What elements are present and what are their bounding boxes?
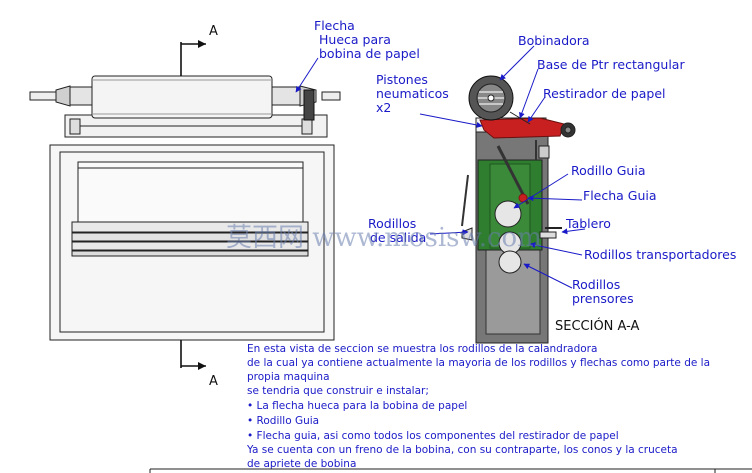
label-rodillos-salida-2: de salida [370, 230, 426, 245]
notes-block: En esta vista de seccion se muestra los … [246, 343, 710, 470]
section-line-bottom [180, 340, 206, 368]
leader-arrows [295, 45, 586, 289]
front-brake [303, 89, 315, 121]
note-line: de la cual ya contiene actualmente la ma… [247, 357, 710, 369]
label-flecha-2: Hueca para [319, 32, 391, 47]
front-window [77, 161, 304, 225]
label-rodillos-prensores-2: prensores [572, 291, 634, 306]
label-rodillos-salida-1: Rodillos [368, 216, 416, 231]
note-line: se tendria que construir e instalar; [247, 385, 429, 397]
label-pistones-2: neumaticos [376, 86, 449, 101]
note-line: • La flecha hueca para la bobina de pape… [247, 400, 467, 412]
label-rodillos-transportadores: Rodillos transportadores [584, 247, 736, 262]
note-line: • Rodillo Guia [247, 415, 319, 427]
note-line: En esta vista de seccion se muestra los … [247, 343, 597, 355]
label-tablero: Tablero [565, 216, 611, 231]
label-pistones-1: Pistones [376, 72, 428, 87]
note-line: de apriete de bobina [247, 458, 356, 470]
title-block-edge [149, 468, 752, 473]
front-paper-bobbin [91, 75, 273, 119]
section-mark-bottom: A [209, 374, 218, 389]
section-mark-top: A [209, 24, 218, 39]
label-flecha-guia: Flecha Guia [583, 188, 657, 203]
label-base-ptr: Base de Ptr rectangular [537, 57, 685, 72]
label-pistones-3: x2 [376, 100, 391, 115]
label-seccion: SECCIÓN A-A [555, 318, 640, 334]
front-view [29, 40, 341, 370]
section-restirador [479, 117, 565, 139]
label-restirador: Restirador de papel [543, 86, 666, 101]
watermark: 莫西网 www.mosisw.com [226, 223, 542, 253]
section-roller-press [498, 250, 522, 274]
note-line: propia maquina [247, 371, 330, 383]
label-rodillo-guia: Rodillo Guia [571, 163, 646, 178]
label-flecha-3: bobina de papel [319, 46, 420, 61]
front-housing-inner [59, 151, 325, 333]
section-line-top [180, 42, 206, 76]
note-line: Ya se cuenta con un freno de la bobina, … [246, 444, 678, 456]
front-shaft-right [321, 91, 341, 101]
label-rodillos-prensores-1: Rodillos [572, 277, 620, 292]
label-bobinadora: Bobinadora [518, 33, 590, 48]
front-rollers [71, 221, 309, 257]
label-flecha-1: Flecha [314, 18, 355, 33]
note-line: • Flecha guia, asi como todos los compon… [247, 430, 619, 442]
section-view [461, 75, 576, 344]
